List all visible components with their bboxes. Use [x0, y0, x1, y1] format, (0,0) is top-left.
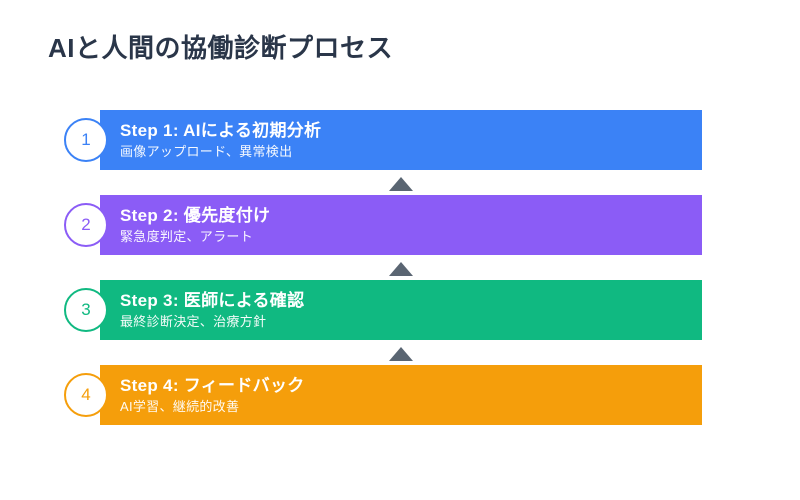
step-bar-1: Step 1: AIによる初期分析 画像アップロード、異常検出 [100, 110, 702, 170]
step-bar-2: Step 2: 優先度付け 緊急度判定、アラート [100, 195, 702, 255]
step-title: Step 4: フィードバック [120, 375, 305, 395]
arrow-up-icon [389, 262, 413, 276]
step-bar-4: Step 4: フィードバック AI学習、継続的改善 [100, 365, 702, 425]
arrow-up-icon [389, 177, 413, 191]
step-number-badge-3: 3 [64, 288, 108, 332]
step-subtitle: 緊急度判定、アラート [120, 228, 254, 244]
step-number-badge-2: 2 [64, 203, 108, 247]
step-subtitle: 最終診断決定、治療方針 [120, 313, 267, 329]
step-subtitle: AI学習、継続的改善 [120, 398, 240, 414]
step-number-badge-1: 1 [64, 118, 108, 162]
step-number-badge-4: 4 [64, 373, 108, 417]
step-title: Step 1: AIによる初期分析 [120, 120, 322, 140]
step-title: Step 2: 優先度付け [120, 205, 271, 225]
arrow-up-icon [389, 347, 413, 361]
step-title: Step 3: 医師による確認 [120, 290, 305, 310]
page-title: AIと人間の協働診断プロセス [48, 33, 394, 63]
step-bar-3: Step 3: 医師による確認 最終診断決定、治療方針 [100, 280, 702, 340]
step-subtitle: 画像アップロード、異常検出 [120, 143, 293, 159]
